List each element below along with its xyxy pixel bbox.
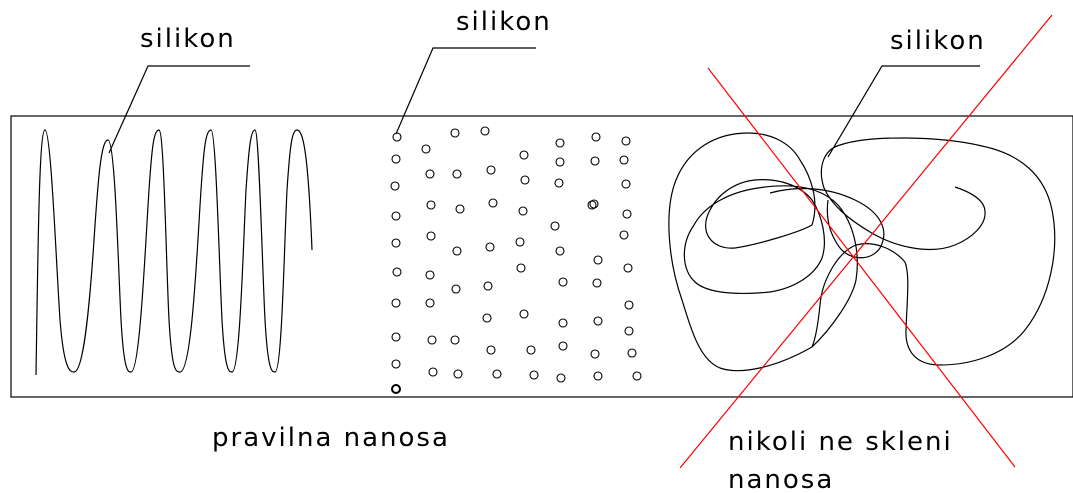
silicone-dot xyxy=(558,341,568,351)
silicone-chaotic-loop-outer xyxy=(668,132,816,372)
silicone-leader-middle xyxy=(395,47,536,135)
silicone-dot xyxy=(486,165,496,175)
silicone-dot xyxy=(558,277,568,287)
silicone-dot xyxy=(425,270,435,280)
silicone-dot xyxy=(450,128,460,138)
silicone-dot xyxy=(623,263,633,273)
silicone-dot xyxy=(587,200,597,210)
silicone-dot xyxy=(391,238,401,248)
silicone-dot xyxy=(450,335,460,345)
cross-out-line-1 xyxy=(707,67,1016,468)
silicone-dot xyxy=(391,384,401,394)
silicone-dot xyxy=(558,318,568,328)
silicone-dot xyxy=(426,231,436,241)
silicone-dot xyxy=(425,169,435,179)
silicone-dot xyxy=(619,155,629,165)
silicone-dot xyxy=(624,300,634,310)
silicone-dot xyxy=(391,154,401,164)
silicone-leader-left xyxy=(108,65,250,154)
caption-wrong-application-line2: nanosa xyxy=(728,465,834,493)
silicone-dot xyxy=(554,178,564,188)
silicone-dot xyxy=(518,206,528,216)
silicone-dot xyxy=(529,370,539,380)
silicone-dot xyxy=(593,255,603,265)
silicone-dot xyxy=(485,242,495,252)
silicone-dot xyxy=(453,369,463,379)
silicone-dot xyxy=(480,126,490,136)
silicone-dot xyxy=(550,221,560,231)
silicone-dot xyxy=(427,335,437,345)
silicone-dot xyxy=(421,144,431,154)
silicone-dot xyxy=(455,204,465,214)
silicone-dot xyxy=(483,281,493,291)
silicone-dot xyxy=(592,278,602,288)
silicone-dot xyxy=(591,132,601,142)
silicone-dot xyxy=(515,237,525,247)
glass-panel xyxy=(10,115,1073,398)
silicone-dot xyxy=(593,316,603,326)
silicone-dot xyxy=(391,211,401,221)
silicone-dot xyxy=(619,230,629,240)
silicone-leader-right xyxy=(827,65,980,158)
silicone-dot xyxy=(451,284,461,294)
silicone-dot xyxy=(452,169,462,179)
silicone-dot xyxy=(589,199,599,209)
silicone-label-middle: silikon xyxy=(456,7,552,37)
silicone-dot xyxy=(593,371,603,381)
silicone-dot xyxy=(590,349,600,359)
silicone-dot xyxy=(555,157,565,167)
silicone-dots xyxy=(390,126,642,394)
silicone-zigzag-bead xyxy=(35,129,313,376)
silicone-dot xyxy=(519,309,529,319)
silicone-dot xyxy=(391,359,401,369)
silicone-dot xyxy=(621,136,631,146)
silicone-dot xyxy=(516,263,526,273)
silicone-dot xyxy=(488,198,498,208)
silicone-dot xyxy=(452,246,462,256)
silicone-dot xyxy=(425,298,435,308)
silicone-dot xyxy=(426,200,436,210)
silicone-dot xyxy=(590,156,600,166)
silicone-dot xyxy=(624,326,634,336)
silicone-dot xyxy=(482,313,492,323)
silicone-dot xyxy=(622,209,632,219)
silicone-chaotic-crossing xyxy=(769,187,885,259)
silicone-dot xyxy=(390,181,400,191)
silicone-label-left: silikon xyxy=(140,24,236,54)
silicone-dot xyxy=(392,267,402,277)
caption-correct-application: pravilna nanosa xyxy=(212,423,450,453)
silicone-dot xyxy=(555,138,565,148)
silicone-dot xyxy=(428,367,438,377)
silicone-dot xyxy=(555,246,565,256)
silicone-dot xyxy=(392,132,402,142)
silicone-chaotic-loop-right xyxy=(811,137,1056,366)
silicone-label-right: silikon xyxy=(890,26,986,56)
silicone-chaotic-loop-left xyxy=(683,179,858,348)
silicone-dot xyxy=(391,298,401,308)
silicone-dot xyxy=(632,371,642,381)
silicone-dot xyxy=(520,175,530,185)
silicone-dot xyxy=(492,369,502,379)
silicone-dot xyxy=(556,373,566,383)
silicone-dot xyxy=(526,345,536,355)
cross-out-line-2 xyxy=(679,14,1053,469)
caption-wrong-application-line1: nikoli ne skleni xyxy=(728,427,953,457)
silicone-dot xyxy=(519,150,529,160)
silicone-dot xyxy=(627,348,637,358)
silicone-dot xyxy=(486,345,496,355)
silicone-dot xyxy=(391,332,401,342)
silicone-dot xyxy=(621,179,631,189)
